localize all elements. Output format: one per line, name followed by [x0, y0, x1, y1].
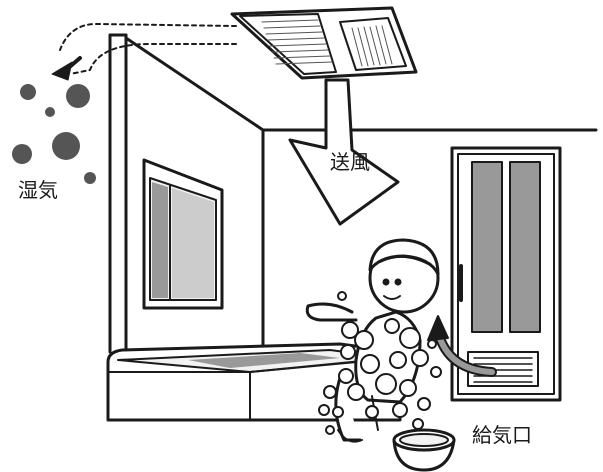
humidity-label: 湿気 [18, 180, 58, 200]
humidity-droplets-icon [12, 84, 96, 184]
wash-basin-icon [394, 430, 454, 470]
window-icon [144, 160, 222, 308]
bathing-child-icon [307, 240, 441, 442]
exhaust-arrow-icon [52, 58, 80, 80]
ceiling-ventilation-unit-icon [232, 8, 416, 78]
exhaust-path [60, 24, 236, 74]
air-intake-label: 給気口 [472, 425, 532, 445]
airflow-label: 送風 [330, 152, 370, 172]
